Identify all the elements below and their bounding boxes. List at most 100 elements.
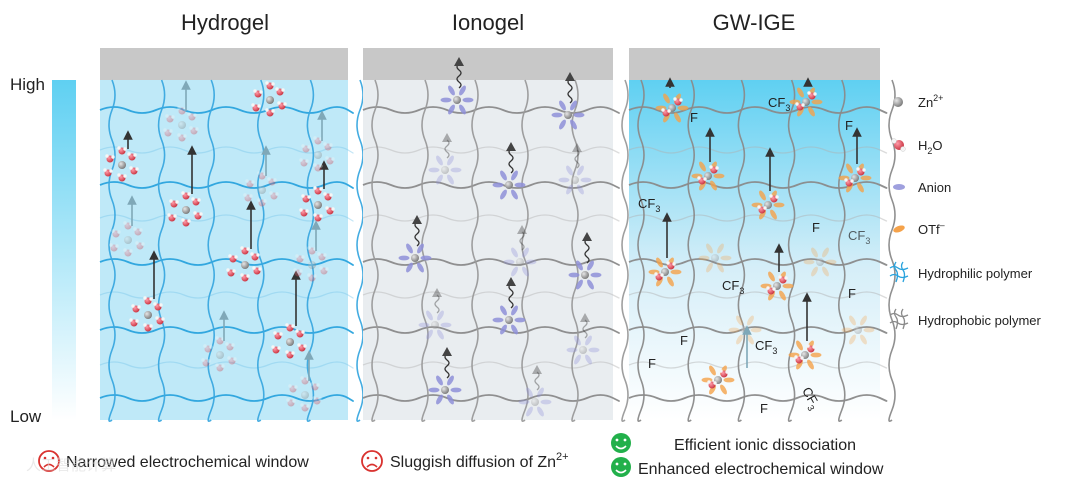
svg-text:CF3: CF3 (848, 228, 870, 246)
polymer-chain (207, 79, 215, 423)
polymer-chain (306, 79, 315, 423)
anion (417, 262, 424, 273)
zn-ion (266, 96, 274, 104)
anion (811, 247, 818, 258)
polymer-chain (628, 394, 888, 402)
water-molecule (227, 356, 237, 365)
anion (747, 334, 754, 345)
anion (807, 359, 814, 370)
anion (577, 165, 584, 176)
anion (768, 271, 775, 282)
polymer-chain (687, 79, 695, 423)
gw-solvated-zn (648, 257, 682, 287)
slow-diffusion-path (574, 149, 580, 169)
water-molecule (193, 211, 203, 220)
anion (656, 257, 663, 268)
diffusion-arrowhead (442, 133, 452, 142)
panel-title-ionogel: Ionogel (452, 10, 524, 35)
svg-text:CF3: CF3 (638, 196, 660, 214)
anion (447, 375, 454, 386)
polymer-chain (571, 79, 579, 423)
anion (699, 161, 706, 172)
gw-solvated-zn (691, 161, 725, 191)
diffusion-arrowhead (517, 225, 527, 234)
gw-solvated-zn (701, 365, 735, 395)
water-molecule (285, 323, 295, 332)
slow-diffusion-path (534, 371, 540, 391)
solvated-zn-cluster (428, 155, 462, 185)
anion (723, 377, 735, 383)
anion (573, 112, 585, 118)
anion (511, 305, 518, 316)
hydrophilic-polymer-icon (889, 261, 909, 283)
water-molecule (271, 345, 281, 354)
zn-ion (178, 121, 186, 129)
anion (511, 189, 518, 200)
anion (788, 352, 800, 358)
polymer-chain (157, 79, 166, 423)
polymer-chain (371, 79, 379, 423)
water-molecule (297, 343, 307, 352)
gw-solvated-zn (838, 163, 872, 193)
anion (825, 259, 837, 265)
water-molecule (245, 179, 255, 188)
water-molecule (201, 358, 211, 367)
slow-diffusion-path (444, 139, 450, 159)
polymer-chain (99, 394, 354, 402)
water-molecule (191, 197, 201, 206)
svg-text:OTf–: OTf– (918, 220, 945, 237)
anion (838, 175, 850, 181)
water-molecule (129, 318, 139, 327)
solvated-zn-cluster (518, 387, 552, 417)
anion (525, 259, 537, 265)
anion (588, 347, 600, 353)
solvated-zn-cluster (492, 170, 526, 200)
anion (677, 105, 689, 111)
water-molecule (251, 103, 261, 112)
water-molecule (286, 398, 296, 407)
hydrated-zn-cluster (103, 146, 139, 182)
water-molecule (253, 89, 263, 98)
anion (500, 305, 507, 316)
water-molecule (844, 178, 854, 187)
anion (514, 182, 526, 188)
water-molecule (325, 206, 335, 215)
svg-text:H2O: H2O (918, 138, 943, 156)
legend: Zn2+ H2O Anion OTf– Hydrophilic polymer (889, 93, 1042, 330)
anion (436, 375, 443, 386)
anion (717, 243, 724, 254)
hydrated-zn-cluster (251, 81, 287, 117)
mixed-network (628, 79, 896, 423)
anion (526, 406, 533, 417)
slow-diffusion-path (567, 78, 573, 104)
zn-ion (854, 326, 862, 334)
anion (803, 259, 815, 265)
anion (537, 387, 544, 398)
polymer-chain (628, 291, 888, 299)
anion (585, 354, 592, 365)
anion (420, 255, 432, 261)
anion (782, 283, 794, 289)
polymer-chain (99, 326, 354, 334)
gw-solvated-zn (655, 93, 689, 123)
anion (406, 262, 413, 273)
polymer-chain (628, 214, 888, 222)
anion (426, 310, 433, 321)
polymer-chain (99, 146, 354, 154)
water-molecule (757, 205, 767, 214)
zn-ion (711, 254, 719, 262)
anion (860, 315, 867, 326)
water-molecule (228, 254, 238, 263)
water-molecule (169, 199, 179, 208)
slow-diffusion-path (582, 319, 588, 339)
ionogel-panel (362, 48, 629, 423)
water-molecule (181, 191, 191, 200)
solvated-zn-cluster (751, 190, 785, 220)
gw-ige-panel: F CF3 F CF3 F CF3 CF3 F F CF3 F F CF3 (628, 48, 896, 423)
water-molecule (301, 144, 311, 153)
water-molecule (117, 173, 127, 182)
water-molecule (277, 101, 287, 110)
zn-ion (182, 206, 190, 214)
anion (811, 266, 818, 277)
zn-ion (579, 346, 587, 354)
